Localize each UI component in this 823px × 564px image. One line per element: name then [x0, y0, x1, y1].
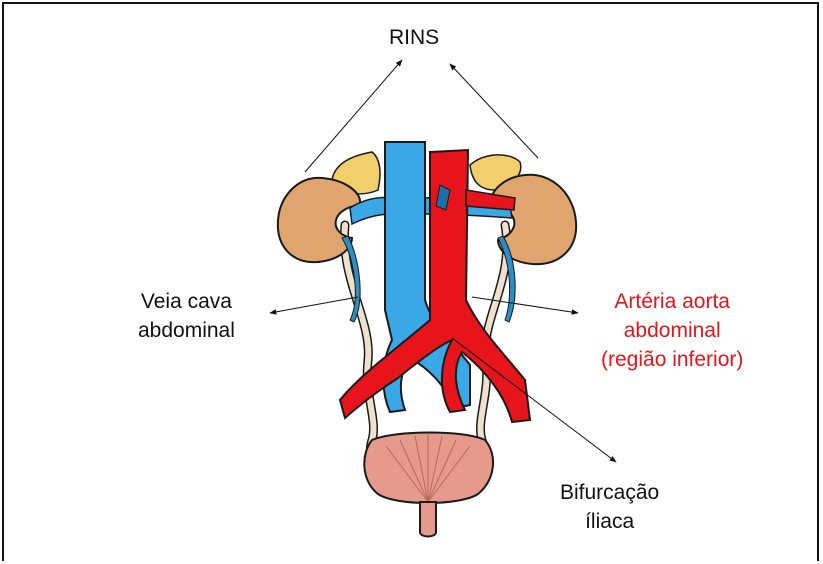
vena-cava-label: Veia cava abdominal — [138, 287, 235, 345]
iliac-bifurcation-label: Bifurcação íliaca — [560, 478, 659, 536]
aorta-label: Artéria aorta abdominal (região inferior… — [601, 287, 743, 374]
kidneys — [278, 175, 576, 264]
adrenal-glands — [332, 152, 521, 194]
kidneys-label: RINS — [389, 23, 439, 52]
bladder — [364, 433, 493, 537]
